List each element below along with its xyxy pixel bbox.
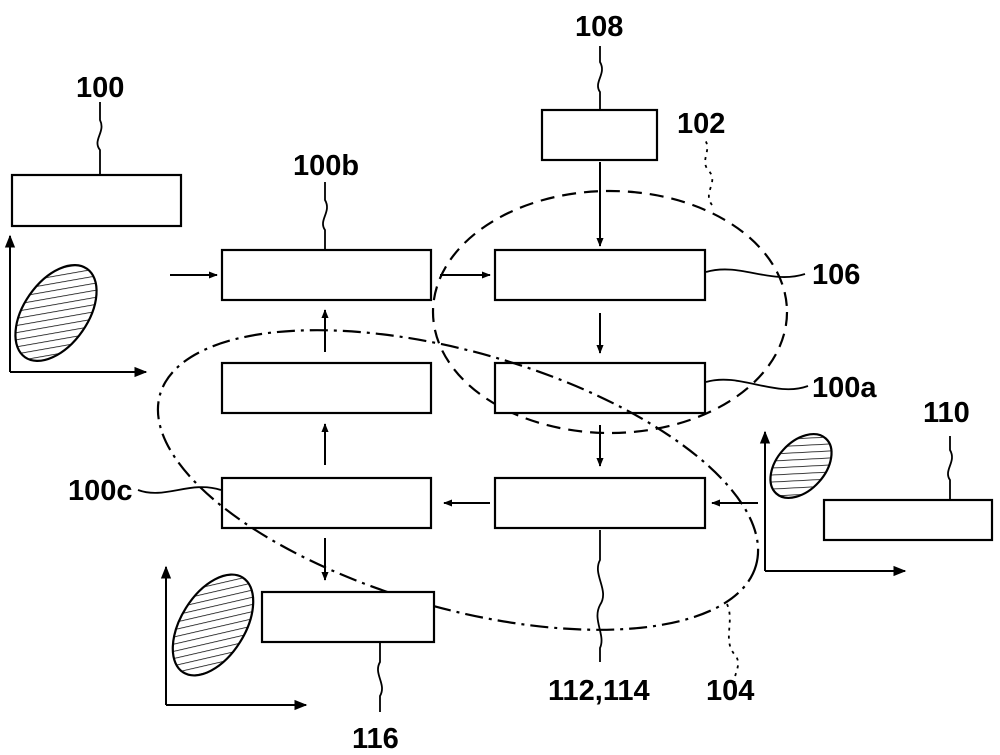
label-100c: 100c: [68, 475, 133, 507]
box-108: [540, 108, 659, 162]
label-112-114: 112,114: [548, 675, 650, 707]
scatter-plot-right: [759, 430, 907, 577]
leader-100: [96, 102, 103, 174]
box-100: [10, 173, 183, 228]
label-100: 100: [76, 72, 124, 104]
label-100a: 100a: [812, 372, 877, 404]
label-110: 110: [923, 397, 970, 429]
box-100b: [220, 248, 433, 302]
leader-102: [704, 139, 714, 206]
leader-116: [377, 643, 383, 712]
scatter-plot-bottom-left: [160, 565, 308, 711]
leader-100a: [705, 378, 809, 391]
leader-100c: [137, 486, 222, 494]
label-106: 106: [812, 259, 860, 291]
label-108: 108: [575, 11, 623, 43]
label-100b: 100b: [293, 150, 359, 182]
dashdot-region-104: [156, 329, 760, 631]
leader-100b: [322, 182, 328, 249]
leader-112-114: [596, 530, 604, 662]
label-104: 104: [706, 675, 754, 707]
hatched-ellipse-top-left: [14, 264, 98, 362]
dashed-region-102: [431, 189, 789, 435]
hatched-ellipse-right: [769, 433, 833, 499]
box-110: [822, 498, 994, 542]
leader-110: [947, 436, 953, 499]
box-100c: [220, 476, 433, 530]
label-102: 102: [677, 108, 725, 140]
box-left-middle: [220, 361, 433, 415]
leader-106: [705, 268, 806, 278]
box-116: [260, 590, 436, 644]
label-116: 116: [352, 723, 399, 755]
box-106: [493, 248, 707, 302]
scatter-plot-top-left: [4, 234, 148, 378]
leader-108: [597, 46, 603, 109]
box-100a: [493, 361, 707, 415]
box-112-114: [493, 476, 707, 530]
hatched-ellipse-bottom-left: [171, 573, 255, 677]
